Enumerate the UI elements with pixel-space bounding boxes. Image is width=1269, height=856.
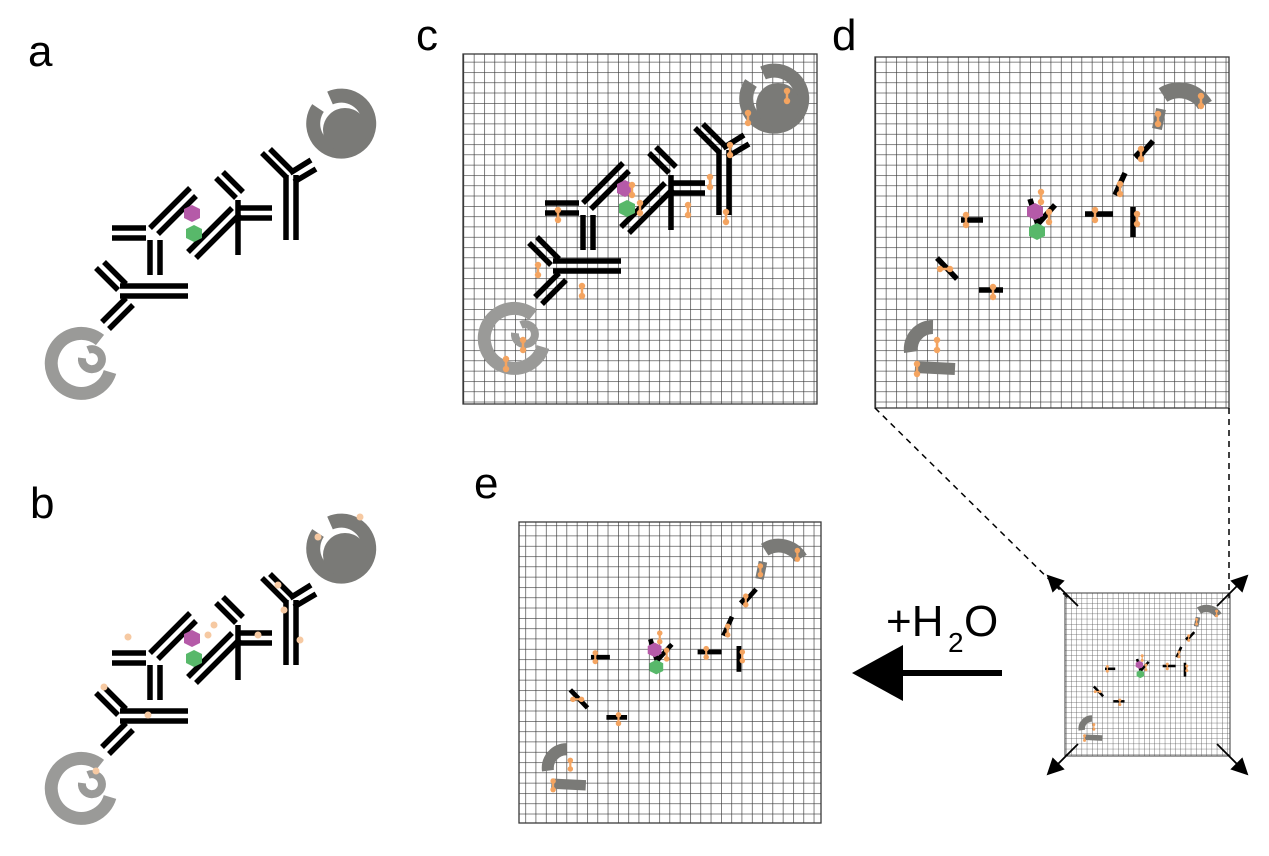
panel-label-a: a — [28, 27, 53, 76]
svg-text:+H: +H — [886, 597, 943, 646]
panel-label-c: c — [416, 11, 438, 60]
svg-text:2: 2 — [948, 627, 964, 658]
water-addition-label: +H 2 O — [886, 597, 998, 658]
panel-e-expanded-grid — [518, 521, 822, 824]
zoom-line-left — [874, 407, 1069, 599]
svg-text:O: O — [964, 597, 998, 646]
panel-label-e: e — [474, 459, 498, 508]
left-arrow-icon — [852, 645, 1002, 701]
diagonal-expansion-arrows-icon — [1046, 574, 1249, 776]
panel-c-gel-grid — [462, 53, 818, 405]
panel-label-d: d — [832, 11, 856, 60]
panel-d-digested-grid — [874, 56, 1230, 409]
panel-b-molecule-with-anchors — [51, 513, 369, 819]
panel-a-molecule — [51, 96, 369, 394]
panel-label-b: b — [30, 479, 54, 528]
small-gel-grid — [1064, 592, 1231, 757]
